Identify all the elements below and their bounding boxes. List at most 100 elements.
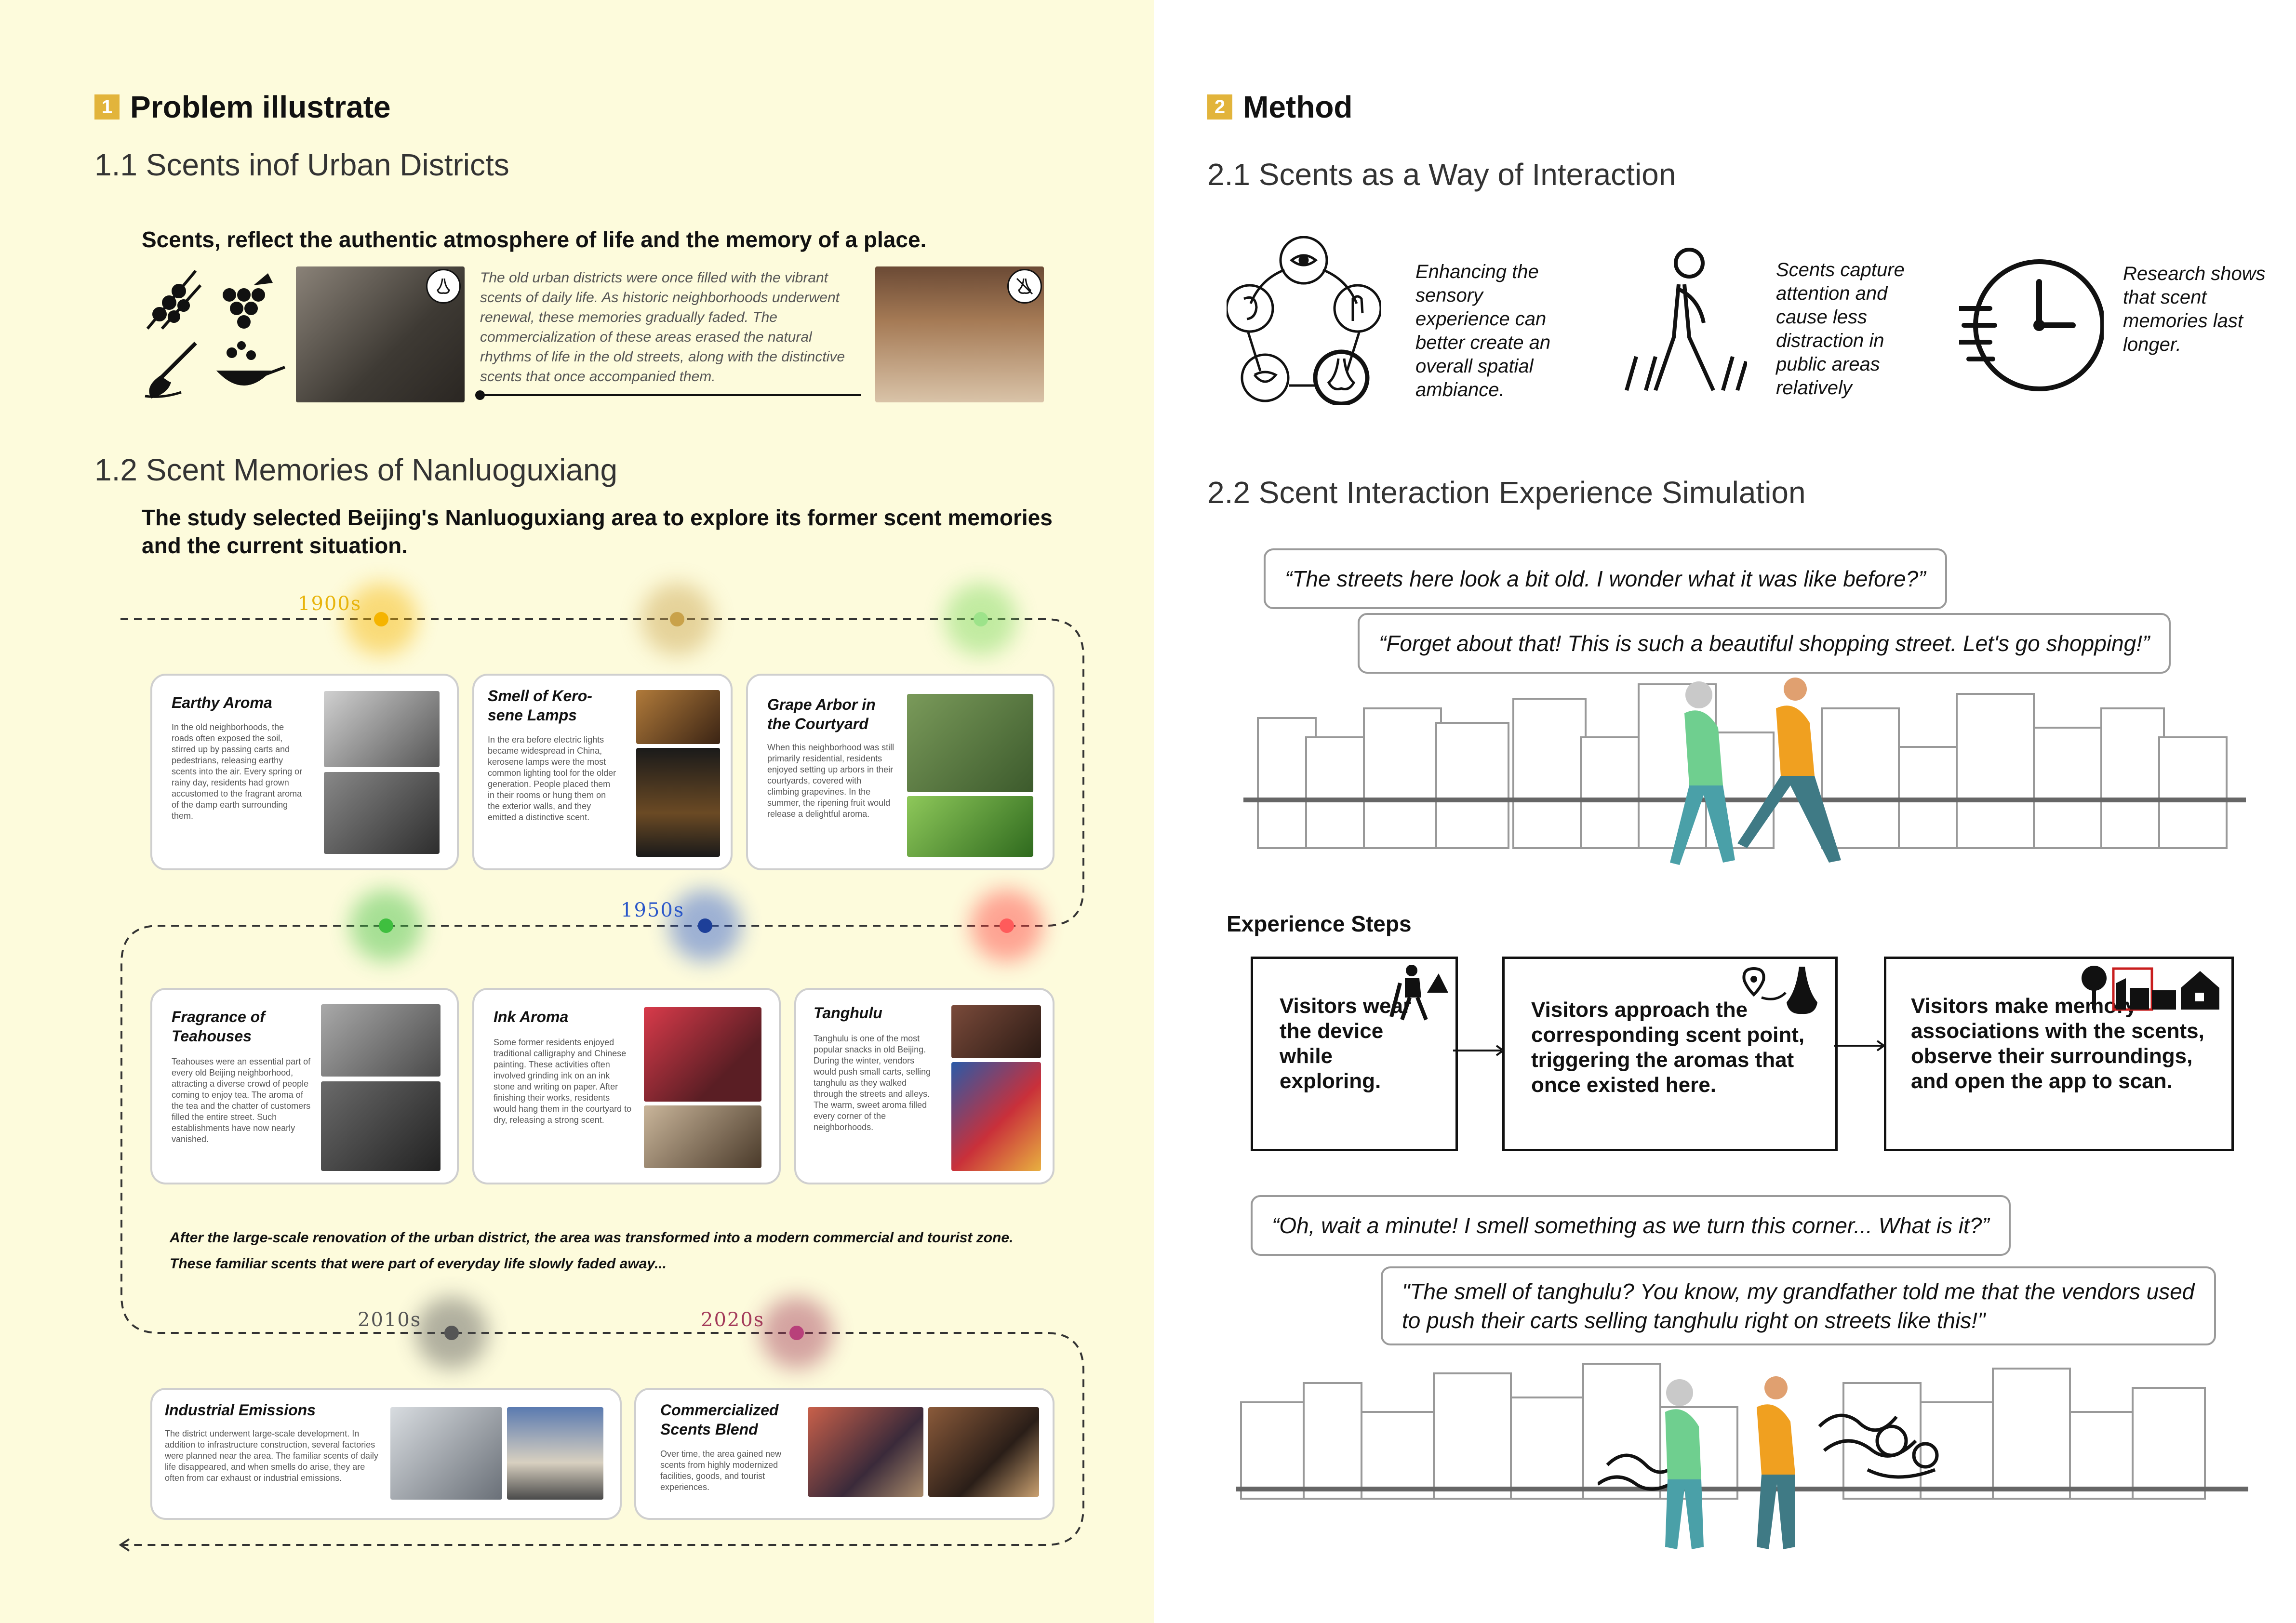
section1-badge: 1 bbox=[94, 94, 120, 120]
sense-caption: Enhancing the sensory experience can bet… bbox=[1415, 261, 1551, 400]
grape-icon bbox=[223, 273, 273, 329]
card-title: Commercialized Scents Blend bbox=[660, 1401, 779, 1438]
step-arrow-2 bbox=[1834, 1040, 1886, 1051]
memory-caption: Research shows that scent memories last … bbox=[2123, 263, 2266, 355]
card-earthy-aroma: Earthy Aroma In the old neighborhoods, t… bbox=[150, 674, 459, 870]
card-title: Tanghulu bbox=[814, 1004, 882, 1022]
five-senses-icon bbox=[1227, 236, 1381, 405]
card-title: Grape Arbor in the Courtyard bbox=[767, 696, 876, 732]
bubble-old-streets: “The streets here look a bit old. I wond… bbox=[1264, 548, 1947, 609]
sub1-1-title: 1.1 Scents inof Urban Districts bbox=[94, 147, 509, 182]
card-photo bbox=[644, 1007, 761, 1102]
card-photo bbox=[321, 1004, 441, 1077]
bubble-tanghulu-memory: "The smell of tanghulu? You know, my gra… bbox=[1381, 1266, 2216, 1345]
underline-dot bbox=[475, 390, 485, 400]
sub2-1-title: 2.1 Scents as a Way of Interaction bbox=[1207, 157, 1676, 192]
card-photo bbox=[951, 1005, 1041, 1058]
nose-location-icon bbox=[1742, 967, 1817, 1014]
era-dot-2010s bbox=[444, 1326, 459, 1340]
sub2-2-title: 2.2 Scent Interaction Experience Simulat… bbox=[1207, 475, 1806, 510]
sub1-1-lead: Scents, reflect the authentic atmosphere… bbox=[142, 227, 927, 252]
timeline-dot bbox=[670, 612, 684, 626]
step-box-wear-device bbox=[1251, 957, 1458, 1151]
card-photo bbox=[808, 1407, 923, 1497]
bubble-go-shopping: “Forget about that! This is such a beaut… bbox=[1358, 613, 2171, 674]
paragraph-underline bbox=[480, 394, 861, 396]
crossed-nose-icon bbox=[1007, 269, 1042, 304]
card-photo bbox=[928, 1407, 1039, 1497]
era-label-2010s: 2010s bbox=[358, 1309, 422, 1331]
wok-icon bbox=[216, 341, 286, 386]
right-panel: 2 Method 2.1 Scents as a Way of Interact… bbox=[1154, 0, 2296, 1623]
city-scene-icon bbox=[2082, 966, 2219, 1011]
card-photo bbox=[907, 796, 1033, 857]
era-label-1950s: 1950s bbox=[621, 899, 685, 921]
card-title: Fragrance of Teahouses bbox=[172, 1008, 265, 1045]
elderly-man-figure bbox=[1670, 681, 1735, 865]
step-text-memory-associations: Visitors make memory associations with t… bbox=[1911, 994, 2204, 1093]
card-text: The district underwent large-scale devel… bbox=[165, 1429, 378, 1483]
timeline-dot bbox=[974, 612, 988, 626]
smelling-couple-figure bbox=[1598, 1376, 1939, 1549]
card-industrial-emissions: Industrial Emissions The district underw… bbox=[150, 1388, 622, 1520]
sub1-1-paragraph: The old urban districts were once filled… bbox=[480, 270, 845, 385]
card-photo bbox=[507, 1407, 603, 1500]
attention-caption: Scents capture attention and cause less … bbox=[1776, 259, 1905, 399]
step-arrow-1 bbox=[1453, 1045, 1505, 1056]
section2-heading: 2 Method bbox=[1207, 89, 1353, 125]
street-scene-2 bbox=[1236, 1363, 2248, 1500]
young-woman-figure bbox=[1737, 678, 1841, 863]
transition-line1: After the large-scale renovation of the … bbox=[170, 1230, 1014, 1246]
scent-swirl-icon bbox=[1598, 1413, 1939, 1491]
card-title: Earthy Aroma bbox=[172, 694, 272, 711]
card-title: Industrial Emissions bbox=[165, 1401, 316, 1419]
transition-text: After the large-scale renovation of the … bbox=[170, 1225, 1013, 1277]
card-kerosene-lamps: Smell of Kero-sene Lamps In the era befo… bbox=[472, 674, 733, 870]
card-text: Some former residents enjoyed traditiona… bbox=[494, 1038, 632, 1125]
step-box-approach-scent bbox=[1502, 957, 1838, 1151]
card-photo bbox=[907, 694, 1033, 792]
era-label-2020s: 2020s bbox=[701, 1309, 765, 1331]
timeline-path bbox=[119, 618, 1084, 1552]
sub1-2-title: 1.2 Scent Memories of Nanluoguxiang bbox=[94, 452, 618, 487]
street-scene-1 bbox=[1243, 683, 2246, 849]
section2-title: Method bbox=[1243, 90, 1353, 124]
walking-couple-figure bbox=[1670, 678, 1841, 865]
step-text-wear-device: Visitors wear the device while exploring… bbox=[1280, 994, 1412, 1093]
card-photo bbox=[390, 1407, 502, 1500]
card-photo bbox=[636, 748, 720, 857]
card-tanghulu: Tanghulu Tanghulu is one of the most pop… bbox=[794, 988, 1055, 1184]
card-text: Over time, the area gained new scents fr… bbox=[660, 1449, 782, 1492]
timeline-dot bbox=[1000, 918, 1014, 933]
card-text: Teahouses were an essential part of ever… bbox=[172, 1057, 311, 1144]
card-commercialized-scents: Commercialized Scents Blend Over time, t… bbox=[634, 1388, 1055, 1520]
card-title: Ink Aroma bbox=[494, 1008, 569, 1025]
card-photo bbox=[636, 690, 720, 744]
young-woman-figure bbox=[1757, 1376, 1795, 1549]
card-photo bbox=[321, 1081, 441, 1171]
bubble-smell-corner: “Oh, wait a minute! I smell something as… bbox=[1251, 1195, 2011, 1256]
card-photo bbox=[644, 1105, 761, 1168]
card-text: In the era before electric lights became… bbox=[488, 735, 616, 822]
elderly-man-figure bbox=[1665, 1379, 1704, 1549]
card-text: In the old neighborhoods, the roads ofte… bbox=[172, 722, 303, 821]
era-dot-1950s bbox=[698, 918, 712, 933]
steps-title: Experience Steps bbox=[1227, 911, 1412, 936]
card-grape-arbor: Grape Arbor in the Courtyard When this n… bbox=[746, 674, 1055, 870]
timeline-dot bbox=[379, 918, 393, 933]
skewer-icon bbox=[146, 270, 202, 330]
card-ink-aroma: Ink Aroma Some former residents enjoyed … bbox=[472, 988, 781, 1184]
card-photo bbox=[324, 772, 440, 854]
left-panel: 1 Problem illustrate 1.1 Scents inof Urb… bbox=[0, 0, 1154, 1623]
hiker-icon bbox=[1389, 965, 1448, 1021]
card-teahouses: Fragrance of Teahouses Teahouses were an… bbox=[150, 988, 459, 1184]
transition-line2: These familiar scents that were part of … bbox=[170, 1256, 667, 1272]
era-label-1900s: 1900s bbox=[298, 593, 362, 615]
step-box-memory-associations bbox=[1884, 957, 2234, 1151]
section2-badge: 2 bbox=[1207, 94, 1232, 120]
era-dot-2020s bbox=[789, 1326, 804, 1340]
street-food-icons bbox=[145, 270, 286, 399]
brush-icon bbox=[145, 342, 197, 399]
section1-heading: 1 Problem illustrate bbox=[94, 89, 391, 125]
card-photo bbox=[324, 691, 440, 767]
